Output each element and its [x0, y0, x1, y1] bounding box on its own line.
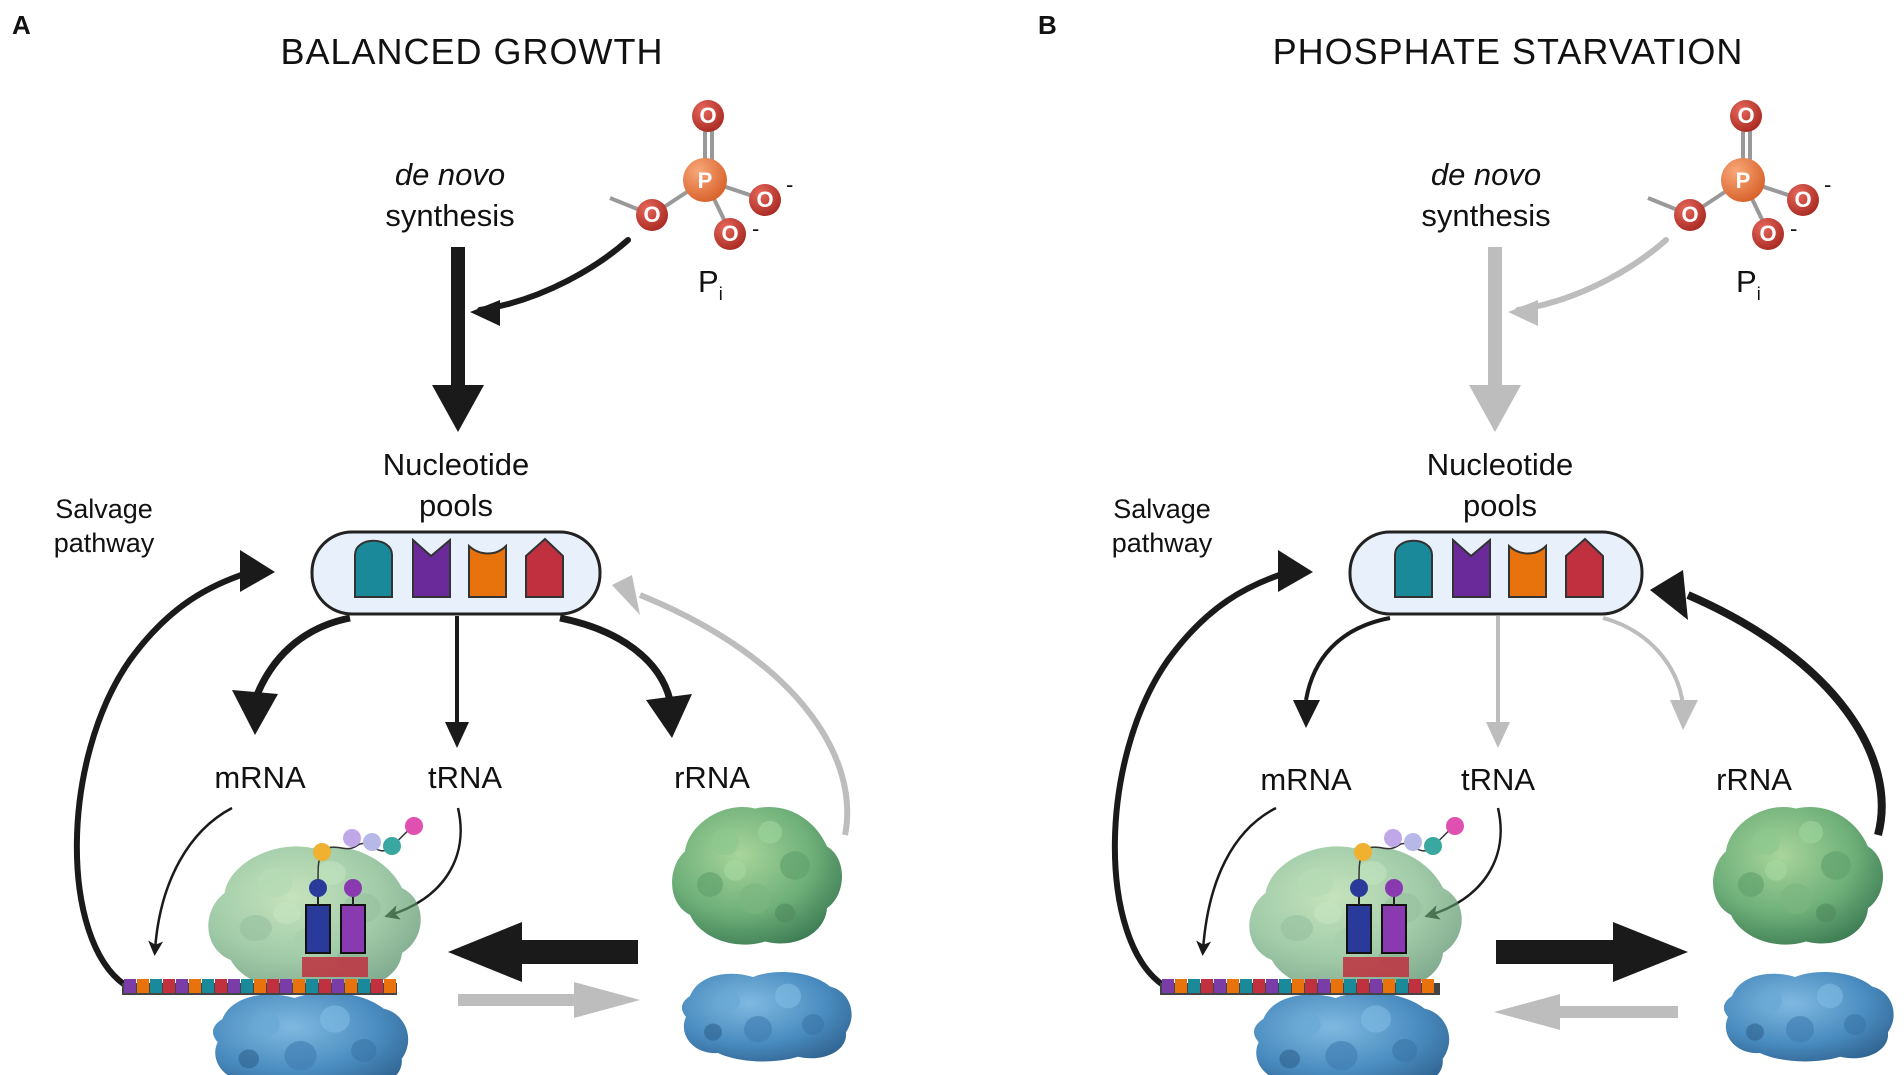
- mrna-to-ribosome-arrow: [148, 806, 233, 956]
- free-small-subunit: [681, 972, 852, 1062]
- assembly-arrow: [1494, 994, 1678, 1030]
- svg-text:-: -: [752, 216, 759, 241]
- pool-label-line1: Nucleotide: [1427, 447, 1573, 482]
- nucleotide-icon: [1565, 537, 1604, 598]
- svg-text:O: O: [1681, 202, 1698, 227]
- translating-ribosome: [1160, 817, 1464, 1075]
- pool-to-rrna-arrow: [559, 614, 692, 738]
- mrna-label: mRNA: [214, 760, 306, 795]
- nucleotide-pool-box: [1348, 530, 1644, 616]
- svg-text:O: O: [643, 202, 660, 227]
- mrna-label: mRNA: [1260, 762, 1352, 797]
- svg-text:-: -: [1790, 216, 1797, 241]
- translating-ribosome: [122, 817, 423, 1075]
- panel-balanced-growth: A BALANCED GROWTH de novo synthesis P O …: [12, 10, 852, 1075]
- assembly-arrow: [448, 922, 638, 982]
- phosphate-label: Pi: [698, 264, 723, 304]
- de-novo-arrow: [432, 247, 484, 432]
- pool-to-trna-arrow: [445, 616, 469, 748]
- pool-to-trna-arrow: [1486, 616, 1510, 748]
- panel-letter: B: [1038, 10, 1057, 40]
- rrna-salvage-arrow: [612, 575, 851, 836]
- svg-text:O: O: [1794, 187, 1811, 212]
- atom-p-label: P: [1736, 168, 1751, 193]
- nucleotide-icon: [1508, 543, 1547, 598]
- disassembly-arrow: [458, 982, 640, 1018]
- mrna-strand-bases: [124, 979, 396, 993]
- trna-label: tRNA: [1461, 762, 1535, 797]
- svg-text:O: O: [699, 103, 716, 128]
- de-novo-label: de novo: [1431, 157, 1541, 192]
- svg-text:O: O: [721, 221, 738, 246]
- phosphate-molecule-icon: P O O O O - -: [1647, 100, 1831, 250]
- panel-letter: A: [12, 10, 31, 40]
- nucleotide-pool-box: [310, 530, 602, 616]
- salvage-label-line1: Salvage: [55, 494, 153, 524]
- salvage-arrow: [73, 550, 275, 988]
- rrna-label: rRNA: [1716, 762, 1792, 797]
- nucleotide-icon: [1394, 539, 1433, 598]
- nucleotide-icon: [354, 539, 393, 598]
- pool-to-mrna-arrow: [251, 614, 351, 702]
- phosphate-label: Pi: [1736, 264, 1761, 304]
- panel-title: BALANCED GROWTH: [280, 31, 663, 72]
- mrna-strand-bases: [1162, 979, 1434, 993]
- panel-phosphate-starvation: B PHOSPHATE STARVATION de novo synthesis…: [1038, 10, 1894, 1075]
- nucleotide-icon: [468, 543, 507, 598]
- atom-p-label: P: [698, 168, 713, 193]
- phosphate-input-arrow: [1508, 237, 1669, 326]
- synthesis-label: synthesis: [385, 198, 514, 233]
- svg-text:O: O: [1759, 221, 1776, 246]
- pool-label-line1: Nucleotide: [383, 447, 529, 482]
- pool-label-line2: pools: [419, 488, 493, 523]
- trna-label: tRNA: [428, 760, 502, 795]
- free-small-subunit: [1723, 972, 1894, 1062]
- nucleotide-icon: [412, 537, 451, 598]
- salvage-label-line2: pathway: [54, 528, 155, 558]
- pool-to-rrna-arrow: [1602, 616, 1698, 730]
- nucleotide-icon: [1452, 537, 1491, 598]
- phosphate-molecule-icon: P O O O O - -: [609, 100, 793, 250]
- free-large-subunit: [672, 806, 842, 945]
- pool-to-mrna-arrow: [1304, 616, 1391, 701]
- rrna-label: rRNA: [674, 760, 750, 795]
- free-large-subunit: [1713, 806, 1883, 945]
- nucleotide-icon: [525, 537, 564, 598]
- panel-title: PHOSPHATE STARVATION: [1273, 31, 1744, 72]
- disassembly-arrow: [1496, 922, 1688, 982]
- phosphate-input-arrow: [470, 237, 631, 326]
- de-novo-arrow: [1469, 247, 1521, 432]
- pool-label-line2: pools: [1463, 488, 1537, 523]
- synthesis-label: synthesis: [1421, 198, 1550, 233]
- svg-text:O: O: [756, 187, 773, 212]
- salvage-arrow: [1111, 550, 1313, 988]
- svg-text:-: -: [786, 172, 793, 197]
- de-novo-label: de novo: [395, 157, 505, 192]
- mrna-to-ribosome-arrow: [1196, 806, 1277, 956]
- svg-text:-: -: [1824, 172, 1831, 197]
- salvage-label-line1: Salvage: [1113, 494, 1211, 524]
- svg-text:O: O: [1737, 103, 1754, 128]
- rrna-salvage-arrow: [1650, 570, 1886, 837]
- salvage-label-line2: pathway: [1112, 528, 1213, 558]
